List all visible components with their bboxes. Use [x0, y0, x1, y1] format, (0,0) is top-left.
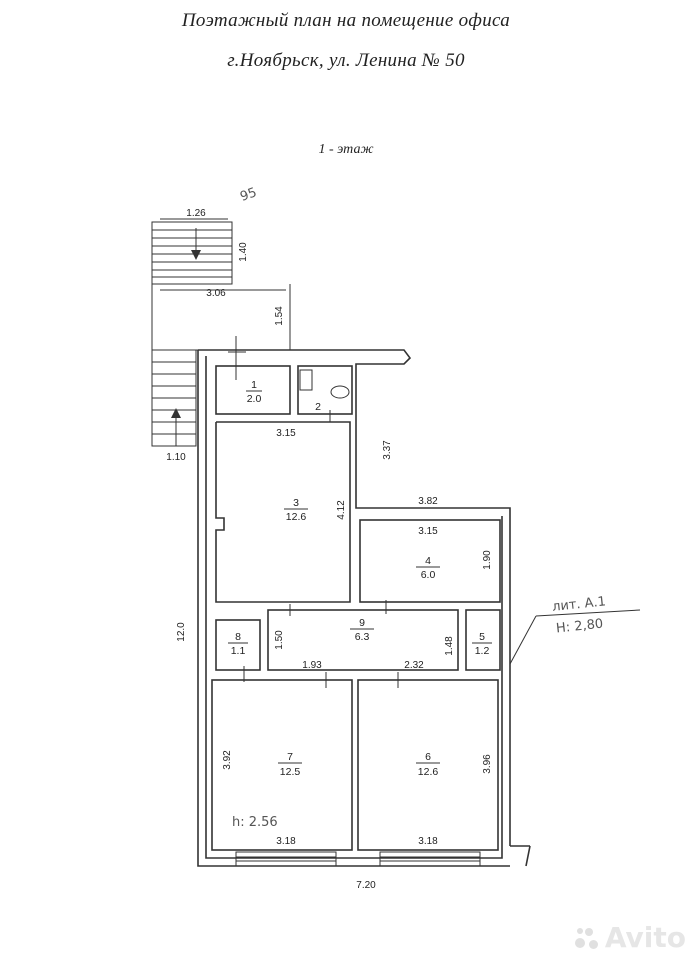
- up-arrow-icon: [171, 408, 181, 418]
- room-9-outline: [267, 600, 459, 671]
- dim-room4-outer: 3.82: [418, 496, 438, 507]
- dim-porch-width: 3.06: [206, 288, 226, 299]
- room-8-number: 8: [235, 631, 241, 643]
- room-6-number: 6: [425, 751, 431, 763]
- dim-corridor-seg-left: 1.93: [302, 660, 322, 671]
- left-staircase: [151, 349, 197, 447]
- dim-corridor-height: 1.50: [274, 630, 285, 650]
- dim-room4-width: 3.15: [418, 526, 438, 537]
- dim-room6-width: 3.18: [418, 836, 438, 847]
- room-5-area: 1.2: [475, 645, 490, 657]
- note-height-main: H: 2,80: [555, 617, 604, 637]
- avito-watermark-text: Avito: [604, 921, 686, 954]
- room-2-number: 2: [315, 401, 321, 413]
- note-lit: лит. А.1: [551, 594, 606, 615]
- dim-stair-top-width: 1.26: [186, 208, 206, 219]
- room-2-outline: [297, 365, 353, 422]
- note-height-room7: h: 2.56: [232, 815, 278, 830]
- room-6-outline: [357, 672, 499, 851]
- room-7-outline: [211, 672, 353, 851]
- room-3-number: 3: [293, 497, 299, 509]
- dim-total-height: 12.0: [176, 622, 187, 642]
- dim-room3-width: 3.15: [276, 428, 296, 439]
- room-4-outline: [359, 519, 501, 603]
- room-7-number: 7: [287, 751, 293, 763]
- dim-stair-bottom-width: 1.10: [166, 452, 186, 463]
- room-3-outline: [215, 421, 351, 603]
- dim-room6-height: 3.96: [482, 754, 493, 774]
- room-6-area: 12.6: [418, 766, 439, 778]
- dim-room7-height: 3.92: [222, 750, 233, 770]
- plan-title: Поэтажный план на помещение офиса: [181, 10, 511, 31]
- room-3-area: 12.6: [286, 511, 307, 523]
- dim-stair-top-height: 1.40: [238, 242, 249, 262]
- floor-label: 1 - этаж: [318, 142, 374, 157]
- room-4-area: 6.0: [421, 569, 436, 581]
- room-9-area: 6.3: [355, 631, 370, 643]
- dim-corridor-seg-right: 2.32: [404, 660, 424, 671]
- building-outline: [197, 349, 531, 867]
- dim-room4-height: 1.90: [482, 550, 493, 570]
- room-4-number: 4: [425, 555, 431, 567]
- avito-watermark: Avito: [573, 921, 686, 954]
- room-1-area: 2.0: [247, 393, 262, 405]
- dim-porch-height: 1.54: [274, 306, 285, 326]
- avito-logo-icon: [573, 924, 601, 952]
- dim-room3-height: 4.12: [336, 500, 347, 520]
- room-8-area: 1.1: [231, 645, 246, 657]
- room-9-number: 9: [359, 617, 365, 629]
- room-5-outline: [465, 609, 501, 671]
- room-7-area: 12.5: [280, 766, 301, 778]
- note-top: 95: [238, 185, 259, 205]
- plan-address: г.Ноябрьск, ул. Ленина № 50: [227, 50, 465, 71]
- dim-total-width: 7.20: [356, 880, 376, 891]
- dim-right-wall: 3.37: [382, 440, 393, 460]
- down-arrow-icon: [191, 250, 201, 260]
- room-1-outline: [215, 336, 291, 415]
- top-staircase: [151, 218, 233, 285]
- room-5-number: 5: [479, 631, 485, 643]
- dim-room7-width: 3.18: [276, 836, 296, 847]
- dim-room5-height: 1.48: [444, 636, 455, 656]
- room-1-number: 1: [251, 379, 257, 391]
